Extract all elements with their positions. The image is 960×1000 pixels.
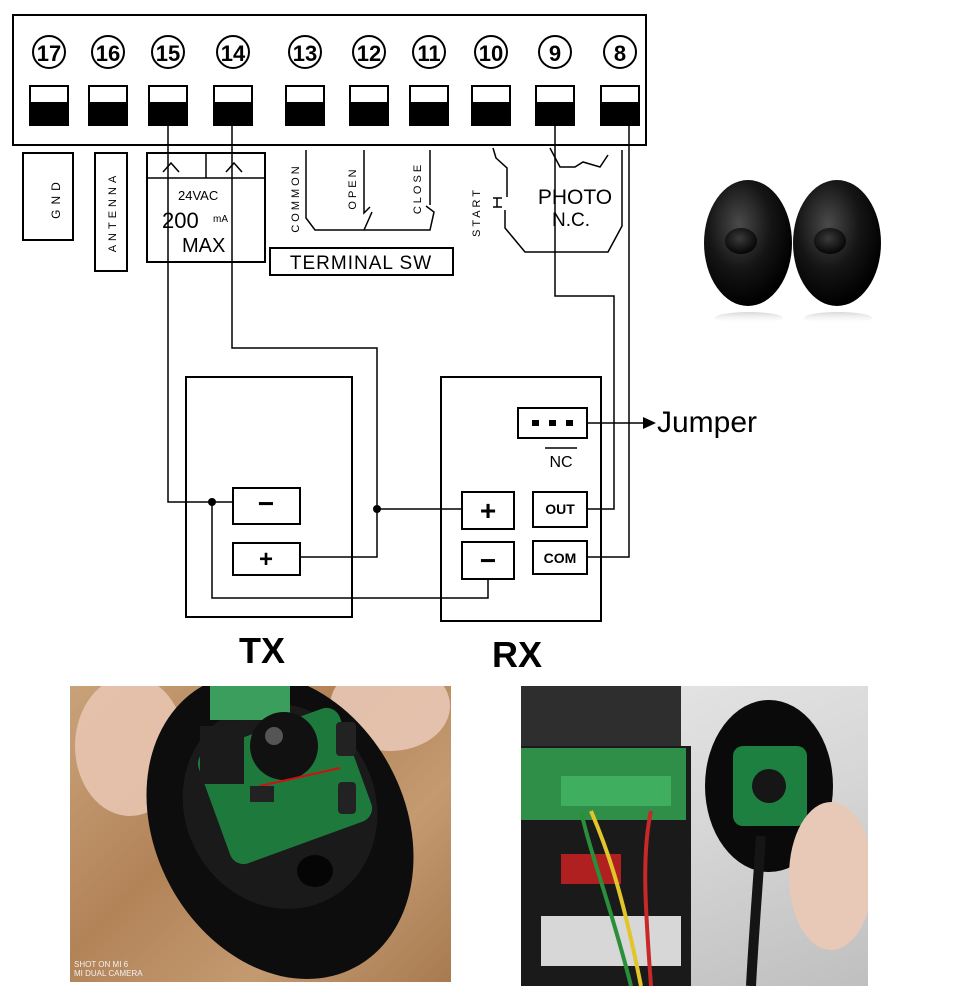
terminal-screw-fill <box>30 102 68 125</box>
terminal-screw-fill <box>472 102 510 125</box>
start-photo-wiring <box>492 147 623 253</box>
camera-caption-line-2: MI DUAL CAMERA <box>74 969 143 978</box>
common-label: COMMON <box>290 163 302 232</box>
terminal-number-circle <box>32 35 66 69</box>
tx-plus-label: + <box>259 546 273 573</box>
rx-out-terminal <box>532 491 588 528</box>
antenna-box <box>94 152 128 272</box>
terminal-number: 13 <box>293 41 317 66</box>
terminal-screw-fill <box>536 102 574 125</box>
tx-plus-terminal <box>232 542 301 576</box>
terminal-number-circle <box>412 35 446 69</box>
jumper-arrow-head <box>643 417 656 429</box>
terminal-sw-box <box>269 247 454 276</box>
rx-nc-label: NC <box>549 454 572 471</box>
terminal-screw-fill <box>410 102 448 125</box>
tx-board-photo: SHOT ON MI 6 MI DUAL CAMERA <box>70 686 451 982</box>
wire-terminal-9 <box>554 125 615 510</box>
rx-minus-terminal <box>461 541 515 580</box>
rx-com-terminal <box>532 540 588 575</box>
rx-title: RX <box>492 634 542 675</box>
antenna-label: ANTENNA <box>107 172 119 253</box>
terminal-number-circle <box>538 35 572 69</box>
terminal-screw-fill <box>214 102 252 125</box>
terminal-number: 9 <box>549 41 561 66</box>
close-label: CLOSE <box>412 162 424 214</box>
rx-plus-label: + <box>480 495 496 526</box>
jumper-pin-3 <box>566 420 573 426</box>
rx-module <box>440 376 602 622</box>
wire-terminal-14 <box>231 125 461 510</box>
terminal-number: 16 <box>96 41 120 66</box>
rx-com-label: COM <box>544 550 577 566</box>
tx-module <box>185 376 353 618</box>
terminal-number-circle <box>91 35 125 69</box>
terminal-screw-fill <box>89 102 127 125</box>
terminal-number-circle <box>603 35 637 69</box>
terminal-number-circle <box>352 35 386 69</box>
terminal-number: 15 <box>156 41 180 66</box>
wire-terminal-15 <box>167 125 233 503</box>
camera-caption-line-1: SHOT ON MI 6 <box>74 960 129 969</box>
terminal-number-circle <box>474 35 508 69</box>
rx-board-photo <box>521 686 868 986</box>
camera-caption: SHOT ON MI 6 MI DUAL CAMERA <box>74 960 143 978</box>
junction-tx-plus <box>373 505 381 513</box>
terminal-screw-fill <box>601 102 639 125</box>
power-max: MAX <box>182 235 225 257</box>
photo-label: PHOTO <box>538 186 612 209</box>
terminal-screw-fill <box>350 102 388 125</box>
power-current-unit: mA <box>213 214 228 225</box>
terminal-sw-label: TERMINAL SW <box>290 253 432 274</box>
terminal-list: 17 16 15 14 13 12 11 10 9 8 <box>29 35 640 126</box>
start-label: START <box>471 187 483 237</box>
terminal-number: 17 <box>37 41 61 66</box>
tx-minus-terminal <box>232 487 301 525</box>
rx-minus-label: − <box>480 545 496 576</box>
terminal-number-circle <box>288 35 322 69</box>
rx-out-label: OUT <box>545 501 575 517</box>
gnd-label: GND <box>49 177 63 219</box>
junction-tx-minus <box>208 498 216 506</box>
terminal-number: 14 <box>221 41 246 66</box>
terminal-number: 12 <box>357 41 381 66</box>
rx-plus-terminal <box>461 491 515 530</box>
tx-title: TX <box>239 630 285 671</box>
terminal-number-circle <box>216 35 250 69</box>
sensor-product-image <box>704 180 881 324</box>
open-label: OPEN <box>347 166 359 209</box>
terminal-number-circle <box>151 35 185 69</box>
terminal-screw-fill <box>149 102 187 125</box>
jumper-pin-1 <box>532 420 539 426</box>
photo-nc-label: N.C. <box>552 210 590 231</box>
terminal-sw-wiring <box>305 150 435 231</box>
gnd-box <box>22 152 74 241</box>
terminal-screw-fill <box>286 102 324 125</box>
terminal-number: 8 <box>614 41 626 66</box>
wire-tx-plus <box>300 509 378 558</box>
terminal-number: 10 <box>479 41 503 66</box>
wire-rx-minus-return <box>211 502 489 599</box>
terminal-number: 11 <box>417 41 440 66</box>
power-voltage: 24VAC <box>178 188 218 203</box>
tx-minus-label: − <box>258 488 274 519</box>
ac-symbol-right <box>225 161 243 173</box>
terminal-block <box>12 14 647 146</box>
jumper-pin-2 <box>549 420 556 426</box>
ac-symbol-left <box>162 161 180 173</box>
jumper-label: Jumper <box>657 406 757 439</box>
